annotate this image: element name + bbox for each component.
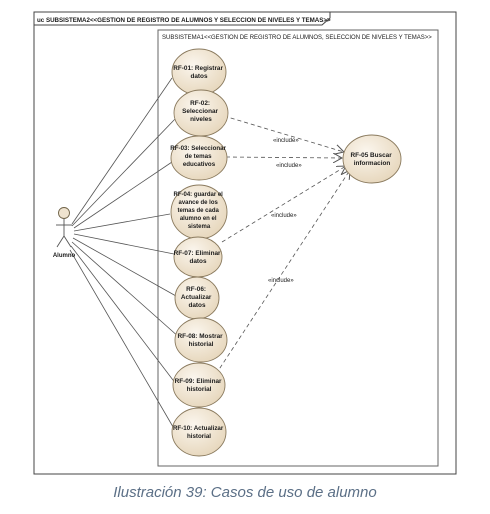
svg-text:RF-03: Seleccionar de: RF-03: Seleccionar de temas educativos (170, 145, 227, 168)
svg-text:RF-09: Eliminar histor: RF-09: Eliminar historial (175, 378, 224, 393)
frame-title-tab (33, 11, 331, 26)
use-case-label: RF-06: (186, 286, 206, 293)
actor-label: Alumno (53, 253, 76, 259)
use-case-label: RF-09: Eliminar (175, 378, 222, 385)
use-case-label: datos (189, 258, 206, 265)
use-case-label: RF-01: Registrar (173, 65, 223, 72)
use-case-label: de temas (185, 153, 212, 160)
include-dependencies (215, 115, 350, 375)
include-label: «include» (271, 213, 297, 219)
use-case-label: RF-05 Buscar (351, 152, 393, 159)
svg-text:RF-10: Actualizar hist: RF-10: Actualizar historial (173, 425, 225, 440)
use-case-label: RF-02: (190, 100, 210, 107)
use-case-label: Actualizar (181, 294, 212, 301)
use-case-label: Seleccionar (182, 108, 218, 115)
include-rf09 (215, 170, 350, 375)
svg-text:RF-05 Buscar informaci: RF-05 Buscar informacion (351, 152, 394, 167)
svg-text:RF-08: Mostrar histori: RF-08: Mostrar historial (178, 333, 225, 348)
association-rf01 (71, 77, 173, 225)
actor-right-leg (63, 235, 72, 248)
use-case-label: historial (189, 341, 214, 348)
use-case-rf04[interactable]: RF-04: guardar el avance de los temas de… (170, 184, 228, 240)
association-rf08 (71, 241, 181, 339)
association-rf06 (72, 237, 177, 297)
association-rf09 (70, 245, 177, 385)
include-label: «include» (268, 278, 294, 284)
use-case-label: informacion (354, 160, 391, 167)
use-case-label: datos (188, 302, 205, 309)
actor-left-leg (56, 235, 65, 248)
use-case-label: RF-03: Seleccionar (170, 145, 226, 152)
use-case-rf03[interactable]: RF-03: Seleccionar de temas educativos (170, 135, 228, 181)
use-case-label: historial (187, 386, 212, 393)
use-case-label: avance de los (178, 200, 218, 206)
use-case-rf05[interactable]: RF-05 Buscar informacion (342, 134, 402, 184)
actor-head (58, 207, 70, 219)
association-rf03 (73, 161, 173, 229)
association-rf02 (71, 117, 177, 227)
use-case-label: historial (187, 433, 211, 440)
use-case-label: RF-08: Mostrar (178, 333, 224, 340)
associations (69, 77, 181, 433)
use-cases: RF-01: Registrar datos RF-02: Selecciona… (170, 48, 402, 457)
use-case-label: alumno en el (180, 216, 217, 222)
use-case-label: temas de cada (177, 208, 219, 214)
include-label: «include» (276, 163, 302, 169)
use-case-label: RF-07: Eliminar (174, 250, 221, 257)
use-case-rf02[interactable]: RF-02: Seleccionar niveles (173, 89, 229, 137)
include-label: «include» (273, 138, 299, 144)
frame-title: uc SUBSISTEMA2<<GESTION DE REGISTRO DE A… (37, 17, 331, 24)
figure-caption: Ilustración 39: Casos de uso de alumno (113, 484, 377, 501)
association-rf10 (69, 249, 177, 433)
include-rf03 (225, 157, 342, 158)
use-case-label: datos (190, 73, 207, 80)
svg-text:RF-02: Seleccionar: RF-02: Seleccionar niveles (182, 100, 220, 123)
use-case-label: sistema (188, 224, 211, 230)
association-rf04 (73, 213, 171, 232)
use-case-rf07[interactable]: RF-07: Eliminar datos (173, 236, 223, 278)
use-case-rf08[interactable]: RF-08: Mostrar historial (174, 317, 228, 363)
svg-text:RF-04: guardar el avan: RF-04: guardar el avance de los temas de… (173, 192, 224, 230)
system-boundary-title: SUBSISTEMA1<<GESTION DE REGISTRO DE ALUM… (162, 35, 432, 41)
use-case-label: RF-10: Actualizar (173, 425, 224, 432)
use-case-label: niveles (190, 116, 212, 123)
association-rf07 (73, 233, 175, 255)
use-case-rf01[interactable]: RF-01: Registrar datos (171, 48, 227, 96)
svg-text:RF-06: Actualizar: RF-06: Actualizar datos (181, 286, 213, 309)
use-case-rf10[interactable]: RF-10: Actualizar historial (171, 407, 227, 457)
use-case-label: educativos (183, 161, 216, 168)
actor-alumno[interactable] (56, 207, 72, 248)
svg-text:RF-01: Registrar datos: RF-01: Registrar datos (173, 65, 225, 80)
use-case-label: RF-04: guardar el (173, 192, 223, 198)
use-case-rf06[interactable]: RF-06: Actualizar datos (174, 276, 220, 320)
use-case-rf09[interactable]: RF-09: Eliminar historial (172, 362, 226, 408)
svg-text:RF-07: Eliminar datos: RF-07: Eliminar datos (174, 250, 223, 265)
include-rf07 (221, 166, 346, 243)
